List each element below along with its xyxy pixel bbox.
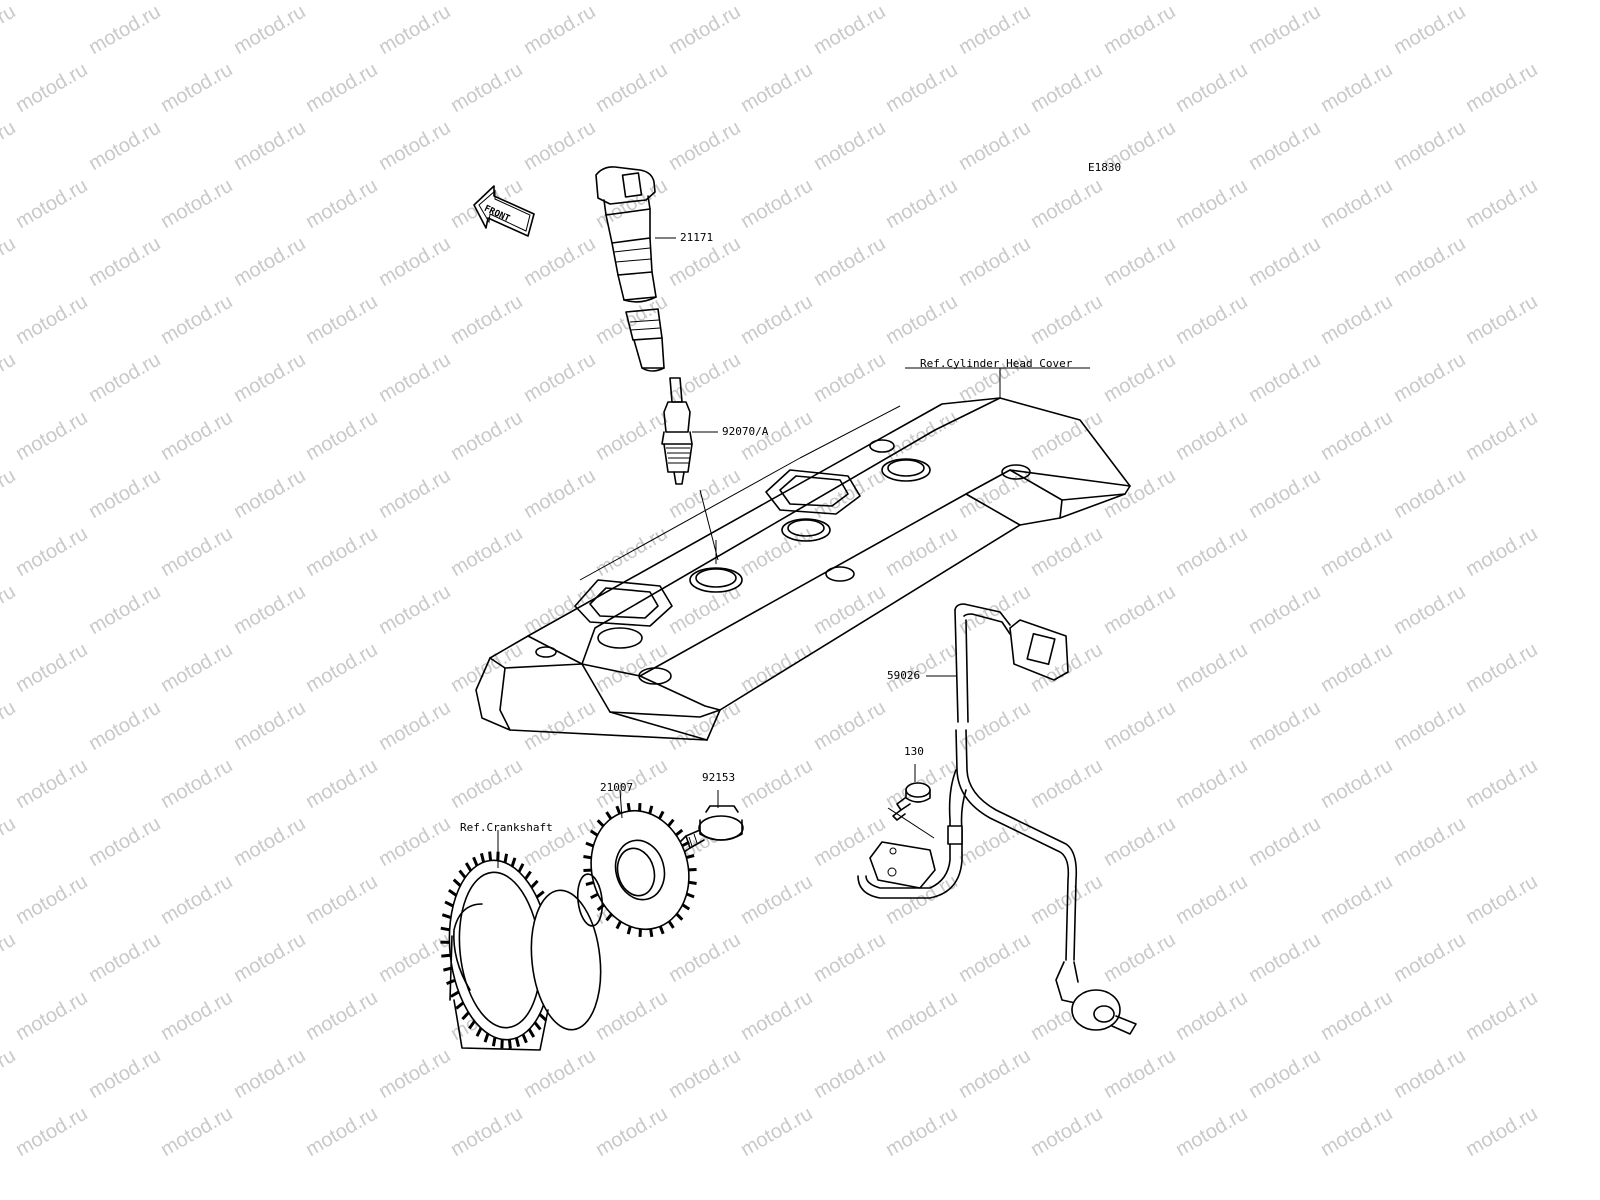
gear-tooth bbox=[681, 840, 690, 848]
gear-tooth bbox=[583, 855, 592, 860]
ignition-coil bbox=[595, 166, 676, 372]
gear-tooth bbox=[688, 880, 697, 885]
gear-tooth bbox=[615, 920, 622, 930]
gear-tooth bbox=[626, 802, 631, 812]
gear-tooth bbox=[648, 805, 654, 814]
gear-tooth bbox=[538, 1013, 548, 1022]
gear-tooth bbox=[685, 854, 695, 860]
gear-tooth bbox=[488, 851, 493, 861]
spark-plug bbox=[661, 377, 719, 561]
gear-tooth bbox=[675, 828, 684, 837]
gear-tooth bbox=[464, 862, 473, 872]
gear-tooth bbox=[658, 810, 665, 820]
cylinder-head-cover bbox=[475, 367, 1131, 741]
gear-tooth bbox=[455, 1001, 465, 1010]
part-number-flange-bolt: 92153 bbox=[702, 771, 736, 784]
gear-tooth bbox=[615, 805, 622, 815]
part-number-spark-plug: 92070/A bbox=[722, 425, 769, 438]
gear-tooth bbox=[626, 926, 632, 935]
gear-tooth bbox=[590, 892, 599, 900]
gear-tooth bbox=[521, 1033, 528, 1044]
gear-tooth bbox=[448, 888, 458, 897]
gear-tooth bbox=[686, 892, 695, 899]
gear-tooth bbox=[458, 869, 467, 879]
gear-tooth bbox=[649, 928, 654, 938]
gear-tooth bbox=[527, 1028, 536, 1038]
ref-crankshaft: Ref.Crankshaft bbox=[460, 821, 553, 834]
gear-tooth bbox=[507, 1039, 512, 1049]
gear-tooth bbox=[535, 890, 545, 899]
gear-tooth bbox=[524, 870, 532, 880]
gear-tooth bbox=[667, 920, 675, 929]
gear-tooth bbox=[510, 857, 517, 867]
gear-tooth bbox=[667, 818, 675, 827]
gear-tooth bbox=[589, 829, 599, 837]
gear-tooth bbox=[596, 819, 605, 828]
timing-rotor-21007 bbox=[583, 789, 697, 938]
gear-tooth bbox=[681, 903, 691, 911]
gear-tooth bbox=[444, 900, 454, 908]
gear-tooth bbox=[605, 913, 613, 922]
gear-tooth bbox=[450, 990, 460, 998]
crankshaft-reference bbox=[440, 830, 604, 1051]
gear-tooth bbox=[468, 1020, 476, 1030]
gear-tooth bbox=[440, 926, 450, 932]
gear-tooth bbox=[503, 853, 509, 863]
gear-tooth bbox=[658, 925, 665, 935]
gear-tooth bbox=[475, 1027, 483, 1037]
gear-tooth bbox=[483, 1033, 490, 1043]
gear-tooth bbox=[441, 953, 451, 958]
gear-tooth bbox=[533, 1021, 542, 1031]
gear-tooth bbox=[461, 1011, 470, 1021]
part-number-timing-rotor: 21007 bbox=[600, 781, 634, 794]
gear-tooth bbox=[585, 841, 594, 848]
bolt-130 bbox=[887, 764, 935, 839]
ref-cylinder-head-cover: Ref.Cylinder Head Cover bbox=[920, 357, 1073, 370]
part-number-harness: 59026 bbox=[887, 669, 921, 682]
gear-tooth bbox=[452, 878, 462, 887]
gear-tooth bbox=[491, 1037, 497, 1047]
gear-tooth bbox=[585, 880, 595, 886]
gear-tooth bbox=[530, 879, 539, 889]
part-number-ignition-coil: 21171 bbox=[680, 231, 714, 244]
gear-tooth bbox=[479, 853, 486, 863]
sensor-harness bbox=[857, 603, 1137, 1035]
gear-tooth bbox=[514, 1037, 521, 1047]
front-arrow-icon bbox=[473, 185, 535, 237]
diagram-code: E1830 bbox=[1088, 161, 1122, 174]
gear-tooth bbox=[517, 863, 525, 873]
part-number-bolt-130: 130 bbox=[904, 745, 924, 758]
gear-tooth bbox=[472, 856, 479, 867]
gear-tooth bbox=[441, 913, 452, 919]
gear-tooth bbox=[605, 811, 613, 820]
gear-tooth bbox=[675, 912, 684, 921]
